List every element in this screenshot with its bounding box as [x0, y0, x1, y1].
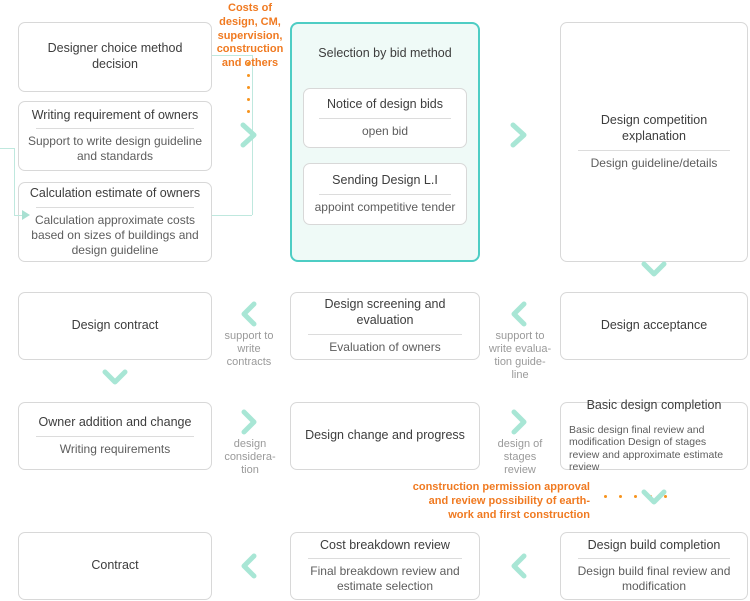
card-calculation-estimate-of-owners[interactable]: Calculation estimate of owners Calculati… — [18, 182, 212, 262]
card-title: Design acceptance — [600, 318, 708, 333]
connector-label-design-consideration: design considera- tion — [224, 438, 276, 476]
group-title: Selection by bid method — [318, 46, 452, 60]
card-design-competition-explanation[interactable]: Design competition explanation Design gu… — [560, 22, 748, 262]
chevron-down-right-row1 — [639, 258, 669, 280]
connector-label-support-write-contracts: support to write contracts — [224, 330, 274, 368]
annotation-construction-note: construction permission approval and rev… — [412, 481, 590, 521]
card-design-build-completion[interactable]: Design build completion Design build fin… — [560, 532, 748, 600]
card-subtitle: Evaluation of owners — [329, 339, 441, 354]
chevron-right-row3-left — [238, 408, 260, 436]
card-title: Writing requirement of owners — [31, 107, 199, 122]
dot — [247, 109, 250, 113]
card-title: Owner addition and change — [38, 415, 192, 430]
card-subtitle: Calculation approximate costs based on s… — [31, 212, 199, 257]
card-title: Notice of design bids — [326, 97, 444, 112]
card-subtitle: Design build final review and modificati… — [577, 564, 731, 594]
card-subtitle: Writing requirements — [59, 441, 171, 456]
card-subtitle: Basic design final review and modificati… — [569, 423, 724, 474]
card-divider — [577, 558, 731, 560]
card-design-change-and-progress[interactable]: Design change and progress — [290, 402, 480, 470]
card-subtitle: Design guideline/details — [590, 155, 718, 170]
chevron-left-row2-right — [508, 300, 530, 328]
dot — [604, 495, 607, 498]
card-cost-breakdown-review[interactable]: Cost breakdown review Final breakdown re… — [290, 532, 480, 600]
dot — [619, 495, 622, 498]
card-sending-design-li[interactable]: Sending Design L.I appoint competitive t… — [303, 163, 467, 225]
card-title: Designer choice method decision — [47, 41, 183, 71]
dot — [247, 97, 250, 101]
chevron-down-left-row2 — [100, 366, 130, 388]
card-title: Basic design completion — [586, 398, 722, 412]
dot — [247, 73, 250, 77]
card-subtitle: appoint competitive tender — [314, 199, 456, 214]
dotted-connector-costs — [247, 57, 250, 117]
chevron-down-right-row3 — [639, 486, 669, 508]
dot — [247, 61, 250, 65]
card-contract[interactable]: Contract — [18, 532, 212, 600]
connector-right-bracket-top — [212, 55, 252, 56]
card-title: Cost breakdown review — [320, 537, 450, 552]
card-divider — [307, 333, 463, 335]
chevron-left-row2-left — [238, 300, 260, 328]
connector-label-design-of-stages-review: design of stages review — [497, 438, 543, 476]
card-divider — [318, 117, 452, 119]
dot — [634, 495, 637, 498]
connector-left-feed-bottom — [14, 215, 22, 216]
card-subtitle: open bid — [361, 123, 409, 138]
card-basic-design-completion[interactable]: Basic design completion Basic design fin… — [560, 398, 748, 473]
card-title: Sending Design L.I — [332, 173, 438, 188]
connector-label-support-write-evaluation-guideline: support to write evalua- tion guide- lin… — [488, 330, 552, 381]
card-title: Design build completion — [587, 537, 721, 552]
card-divider — [577, 149, 731, 151]
chevron-right-row3-right — [508, 408, 530, 436]
chevron-right-row1-mid — [508, 120, 530, 150]
card-design-screening-and-evaluation[interactable]: Design screening and evaluation Evaluati… — [290, 292, 480, 360]
connector-left-feed-arrowhead — [22, 210, 30, 220]
card-divider — [36, 206, 194, 208]
card-divider — [318, 193, 452, 195]
card-divider — [307, 558, 463, 560]
card-notice-of-design-bids[interactable]: Notice of design bids open bid — [303, 88, 467, 148]
chevron-left-row4-right — [508, 552, 530, 580]
chevron-left-row4-left — [238, 552, 260, 580]
dot — [664, 495, 667, 498]
card-title: Calculation estimate of owners — [29, 186, 201, 201]
card-divider — [36, 435, 194, 437]
connector-left-feed-top — [0, 148, 14, 149]
card-title: Design change and progress — [305, 428, 465, 443]
card-subtitle: Support to write design guideline and st… — [27, 134, 203, 164]
card-owner-addition-and-change[interactable]: Owner addition and change Writing requir… — [18, 402, 212, 470]
dot — [247, 85, 250, 89]
card-title: Design screening and evaluation — [324, 297, 446, 327]
card-title: Contract — [91, 558, 139, 573]
chevron-right-row1-left — [238, 120, 260, 150]
connector-right-bracket-bottom — [212, 215, 252, 216]
card-title: Design competition explanation — [600, 113, 708, 143]
card-design-acceptance[interactable]: Design acceptance — [560, 292, 748, 360]
card-title: Design contract — [71, 318, 159, 333]
card-design-contract[interactable]: Design contract — [18, 292, 212, 360]
card-designer-choice-method-decision[interactable]: Designer choice method decision — [18, 22, 212, 92]
card-writing-requirement-of-owners[interactable]: Writing requirement of owners Support to… — [18, 101, 212, 171]
connector-left-feed-vertical — [14, 148, 15, 215]
card-divider — [36, 128, 194, 130]
card-subtitle: Final breakdown review and estimate sele… — [310, 564, 460, 594]
annotation-costs-note: Costs of design, CM, supervision, constr… — [216, 2, 284, 69]
